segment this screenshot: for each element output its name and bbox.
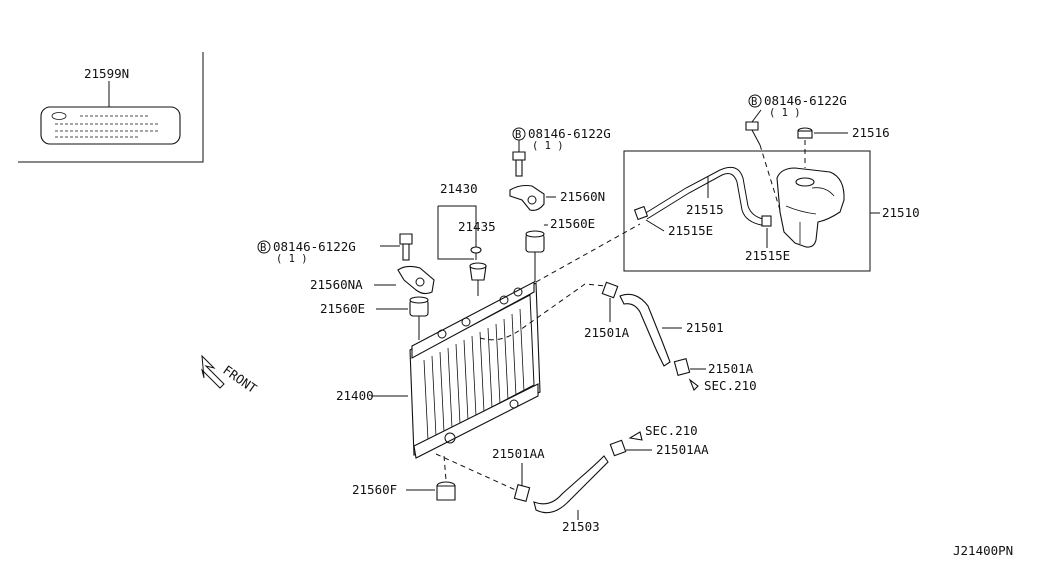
- bolt-code-left: 08146-6122G: [273, 239, 356, 254]
- reservoir-assembly: 21510 21515 21515E 21515E: [623, 150, 920, 272]
- part-label-21560E-left: 21560E: [320, 301, 365, 316]
- bolt-top-mid: B 08146-6122G ( 1 ): [512, 126, 611, 177]
- part-label-21501AA-b: 21501AA: [656, 442, 709, 457]
- mount-21560E-top: 21560E: [525, 216, 595, 282]
- part-label-21400: 21400: [336, 388, 374, 403]
- routing-line-upper-hose: [535, 223, 641, 283]
- part-label-21435: 21435: [458, 219, 496, 234]
- part-label-21501A-a: 21501A: [584, 325, 630, 340]
- part-label-21510: 21510: [882, 205, 920, 220]
- mount-21560E-left: 21560E: [320, 296, 429, 340]
- bracket-21560NA: 21560NA: [310, 265, 435, 295]
- radiator-21400: 21400: [336, 281, 541, 459]
- radiator-cap-group: 21430 21435: [437, 181, 496, 296]
- part-label-21516: 21516: [852, 125, 890, 140]
- part-label-21560N: 21560N: [560, 189, 605, 204]
- bolt-qty-left: ( 1 ): [276, 253, 308, 265]
- label-inset: 21599N: [18, 52, 204, 163]
- part-label-21560F: 21560F: [352, 482, 397, 497]
- bolt-marker-left: B: [260, 242, 266, 254]
- part-label-21430: 21430: [440, 181, 478, 196]
- bracket-21560N: 21560N: [509, 184, 605, 211]
- sec-ref-210-b: SEC.210: [645, 423, 698, 438]
- bolt-left: B 08146-6122G ( 1 ): [257, 233, 413, 265]
- part-label-21501A-b: 21501A: [708, 361, 754, 376]
- drain-plug-21560F: 21560F: [352, 481, 456, 501]
- lower-hose-21503: 21501AA 21503 21501AA SEC.210: [492, 423, 709, 534]
- bolt-qty-top-right: ( 1 ): [769, 107, 801, 119]
- part-label-21501AA-a: 21501AA: [492, 446, 545, 461]
- front-label: FRONT: [220, 362, 260, 396]
- upper-hose-21501: 21501A 21501 21501A SEC.210: [584, 281, 757, 393]
- routing-line-lower: [435, 453, 521, 493]
- bolt-qty-top-mid: ( 1 ): [532, 140, 564, 152]
- bolt-top-right: B 08146-6122G ( 1 ): [745, 93, 847, 211]
- part-label-21515E-b: 21515E: [745, 248, 790, 263]
- routing-line-drain: [443, 455, 447, 481]
- reservoir-tank-shape: [776, 167, 845, 248]
- part-label-21501: 21501: [686, 320, 724, 335]
- bolt-marker-top-right: B: [751, 96, 757, 108]
- part-label-21515E-a: 21515E: [668, 223, 713, 238]
- part-label-21503: 21503: [562, 519, 600, 534]
- front-direction-indicator: FRONT: [201, 354, 260, 396]
- bolt-code-top-mid: 08146-6122G: [528, 126, 611, 141]
- sec-ref-210-a: SEC.210: [704, 378, 757, 393]
- part-label-21560NA: 21560NA: [310, 277, 363, 292]
- bolt-code-top-right: 08146-6122G: [764, 93, 847, 108]
- bolt-marker-top-mid: B: [515, 129, 521, 141]
- part-label-21599N: 21599N: [84, 66, 129, 81]
- part-label-21515: 21515: [686, 202, 724, 217]
- reservoir-cap: 21516: [797, 125, 890, 168]
- part-label-21560E-top: 21560E: [550, 216, 595, 231]
- diagram-code: J21400PN: [953, 543, 1013, 558]
